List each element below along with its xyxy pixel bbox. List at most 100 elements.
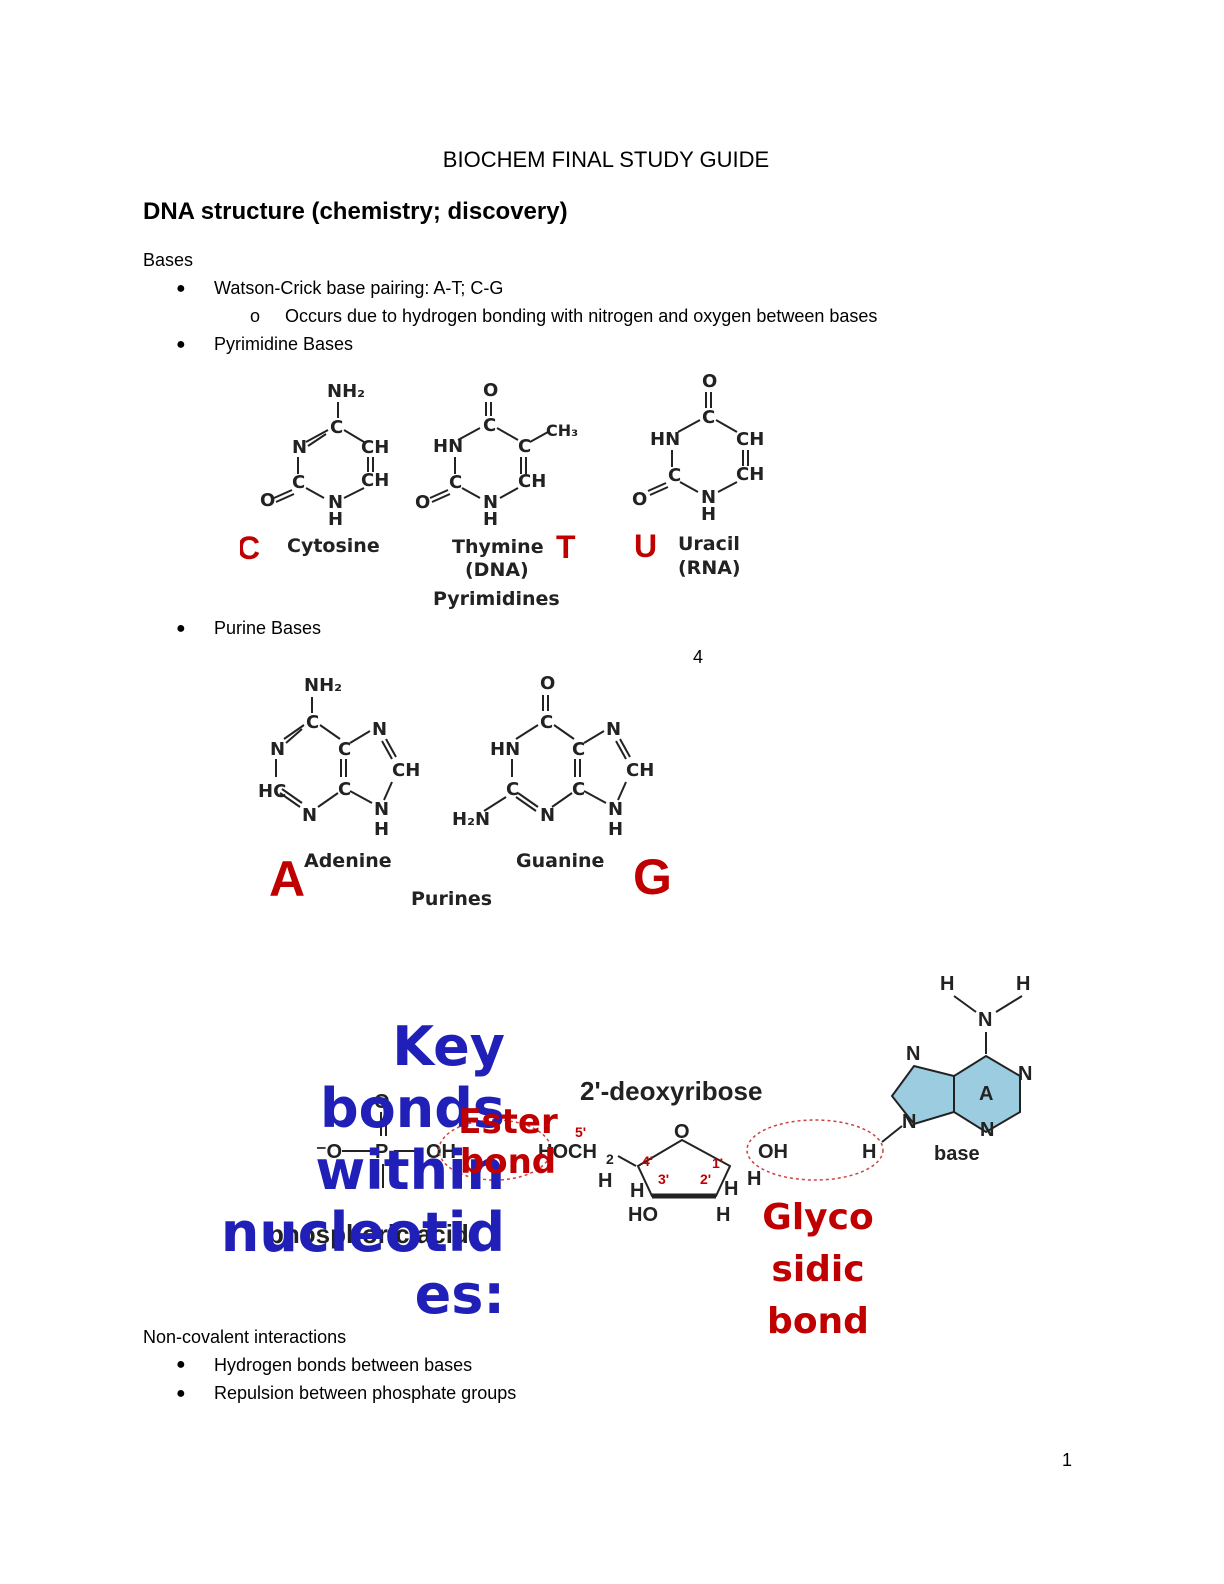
svg-text:N: N xyxy=(540,805,555,826)
svg-text:C: C xyxy=(702,407,715,428)
svg-text:C: C xyxy=(540,712,553,733)
stray-number: 4 xyxy=(693,647,704,667)
phosphate-o-top: O xyxy=(374,1091,390,1113)
svg-text:C: C xyxy=(483,415,496,436)
svg-text:H₂N: H₂N xyxy=(452,809,490,830)
svg-text:N: N xyxy=(328,492,343,513)
phosphoric-acid-label: phosphoric acid xyxy=(268,1219,469,1249)
svg-text:C: C xyxy=(338,739,351,760)
svg-text:CH: CH xyxy=(392,760,420,781)
guanine-label: Guanine xyxy=(516,850,604,872)
key-bonds-line: Key bonds xyxy=(320,1015,505,1140)
pos-2: 2' xyxy=(700,1171,711,1187)
svg-text:HC: HC xyxy=(258,781,286,802)
uracil-letter: U xyxy=(634,528,657,564)
svg-text:N: N xyxy=(374,799,389,820)
thymine-label: Thymine xyxy=(452,536,544,558)
svg-text:C: C xyxy=(572,739,585,760)
ester-line: bond xyxy=(459,1142,557,1182)
svg-text:CH: CH xyxy=(518,471,546,492)
svg-text:H: H xyxy=(483,509,498,530)
key-bonds-line: nucleotid xyxy=(220,1201,505,1264)
cytosine-label: Cytosine xyxy=(287,535,380,557)
phosphoric-acid-structure: O ⁻O P OH phosphoric acid xyxy=(268,1091,469,1249)
svg-text:HN: HN xyxy=(490,739,520,760)
guanine-letter: G xyxy=(633,849,672,905)
nucleotide-figure: O ⁻O P OH phosphoric acid 2'-deoxyribose… xyxy=(268,973,1032,1249)
uracil-note: (RNA) xyxy=(678,557,741,579)
bullet-icon: ● xyxy=(176,280,186,297)
base-h: H xyxy=(862,1141,876,1163)
base-h: H xyxy=(940,973,954,995)
svg-text:HN: HN xyxy=(433,436,463,457)
ester-bond-annotation: Ester bond xyxy=(446,1102,570,1182)
base-n: N xyxy=(906,1043,920,1065)
glyco-line: sidic xyxy=(771,1249,865,1290)
svg-text:CH: CH xyxy=(361,437,389,458)
sugar-h: H xyxy=(630,1180,644,1202)
thymine-note: (DNA) xyxy=(465,559,529,581)
svg-text:H: H xyxy=(701,504,716,525)
deoxyribose-structure: 2'-deoxyribose HOCH 2 5' O 4' 3' 2' 1' H… xyxy=(538,1076,788,1226)
svg-text:O: O xyxy=(483,380,498,401)
svg-text:N: N xyxy=(701,487,716,508)
thymine-letter: T xyxy=(556,529,576,565)
svg-text:C: C xyxy=(449,472,462,493)
sugar-ho: HO xyxy=(628,1204,658,1226)
svg-text:O: O xyxy=(632,489,647,510)
base-n: N xyxy=(978,1009,992,1031)
base-n: N xyxy=(902,1111,916,1133)
bullet-icon: ● xyxy=(176,336,186,353)
svg-text:H: H xyxy=(608,819,623,840)
pos-5: 5' xyxy=(575,1124,586,1140)
svg-text:N: N xyxy=(302,805,317,826)
base-h: H xyxy=(1016,973,1030,995)
phosphate-oh: OH xyxy=(426,1141,456,1163)
pos-4: 4' xyxy=(642,1153,653,1169)
svg-text:O: O xyxy=(702,371,717,392)
svg-text:O: O xyxy=(540,673,555,694)
svg-text:H: H xyxy=(374,819,389,840)
svg-text:CH: CH xyxy=(736,429,764,450)
svg-text:C: C xyxy=(306,712,319,733)
svg-text:2: 2 xyxy=(606,1151,614,1167)
svg-text:N: N xyxy=(270,739,285,760)
key-bonds-line: es: xyxy=(414,1263,505,1326)
sugar-h: H xyxy=(747,1168,761,1190)
uracil-label: Uracil xyxy=(678,533,740,555)
document-title: BIOCHEM FINAL STUDY GUIDE xyxy=(442,147,770,172)
svg-text:O: O xyxy=(260,490,275,511)
section-heading: DNA structure (chemistry; discovery) xyxy=(143,198,568,225)
svg-text:O: O xyxy=(415,492,430,513)
uracil-structure: O C HN CH C CH O N H U Uracil (RNA) xyxy=(632,371,764,579)
adenine-structure: NH₂ C N C N CH HC C N N H A Adenine xyxy=(258,675,420,907)
bullet-icon: ● xyxy=(176,620,186,637)
pyrimidines-group-label: Pyrimidines xyxy=(433,588,560,610)
svg-text:N: N xyxy=(483,492,498,513)
base-n: N xyxy=(1018,1063,1032,1085)
sugar-o: O xyxy=(674,1121,690,1143)
sugar-label: 2'-deoxyribose xyxy=(580,1076,762,1106)
sugar-hoch2: HOCH xyxy=(538,1141,597,1163)
phosphate-p: P xyxy=(375,1141,388,1163)
cytosine-letter: C xyxy=(240,530,260,566)
sub-bullet-marker: o xyxy=(250,306,261,326)
glycosidic-bond-annotation: Glyco sidic bond xyxy=(748,1192,888,1348)
phosphate-neg-o: ⁻O xyxy=(316,1141,342,1163)
svg-text:CH: CH xyxy=(736,464,764,485)
pos-1: 1' xyxy=(712,1155,723,1171)
svg-text:N: N xyxy=(608,799,623,820)
pos-3: 3' xyxy=(658,1171,669,1187)
noncovalent-item: Hydrogen bonds between bases xyxy=(214,1355,473,1375)
base-n: N xyxy=(980,1119,994,1141)
bullet-icon: ● xyxy=(176,1356,186,1373)
svg-text:C: C xyxy=(292,472,305,493)
svg-text:CH₃: CH₃ xyxy=(546,421,578,440)
svg-text:C: C xyxy=(518,436,531,457)
svg-text:CH: CH xyxy=(626,760,654,781)
purines-group-label: Purines xyxy=(411,888,492,910)
noncovalent-item: Repulsion between phosphate groups xyxy=(214,1383,517,1403)
pairing-sub-bullet: Occurs due to hydrogen bonding with nitr… xyxy=(285,306,878,326)
svg-text:N: N xyxy=(372,719,387,740)
sugar-h: H xyxy=(724,1178,738,1200)
